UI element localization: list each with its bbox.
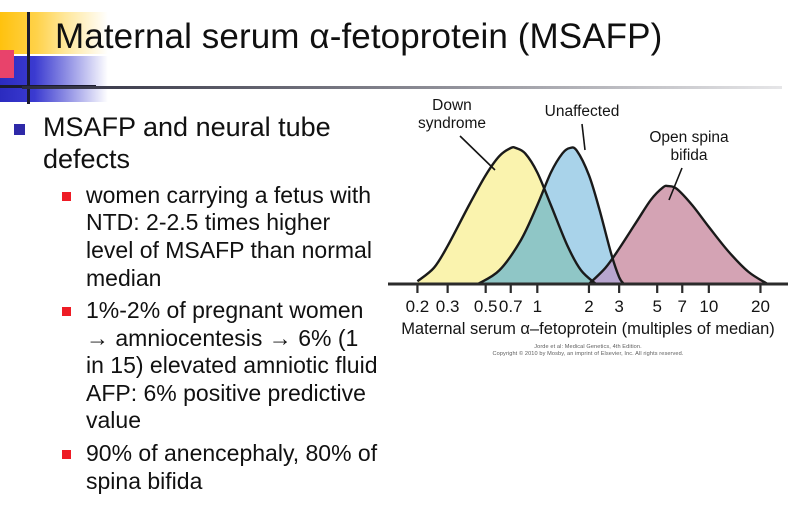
x-tick-label: 2: [584, 297, 593, 316]
curve-outline-down-syndrome: [416, 145, 597, 285]
chart-annotations: Down syndrome Unaffected Open spina bifi…: [418, 97, 729, 201]
annotation-unaffected: Unaffected: [545, 103, 620, 151]
x-tick-label: 10: [699, 297, 718, 316]
x-tick-label: 0.3: [436, 297, 460, 316]
x-tick-label: 5: [652, 297, 661, 316]
bullet-list: MSAFP and neural tube defects women carr…: [14, 112, 382, 500]
x-tick-label: 1: [533, 297, 542, 316]
list-item: women carrying a fetus with NTD: 2-2.5 t…: [62, 182, 382, 292]
annotation-down-syndrome: Down syndrome: [418, 97, 496, 171]
curve-outline-unaffected: [477, 146, 625, 286]
list-item-label: women carrying a fetus with NTD: 2-2.5 t…: [86, 181, 372, 291]
x-tick-label: 7: [678, 297, 687, 316]
curve-outline-open-spina-bifida: [588, 184, 769, 286]
bullet-square-icon: [62, 307, 71, 317]
curve-area-open-spina-bifida: [588, 185, 768, 284]
annotation-label-line2: bifida: [670, 147, 707, 164]
decorative-corner-logo: [0, 12, 112, 104]
chart-curve-fills: [417, 147, 768, 284]
list-item: MSAFP and neural tube defects: [14, 112, 382, 176]
annotation-label-line1: Unaffected: [545, 103, 620, 120]
x-tick-label: 0.5: [474, 297, 498, 316]
x-tick-label: 3: [614, 297, 623, 316]
chart-x-axis: [388, 282, 788, 293]
logo-red-square: [0, 50, 14, 78]
logo-vertical-rule: [27, 12, 30, 104]
chart-credit-line-2: Copyright © 2010 by Mosby, an imprint of…: [492, 351, 684, 357]
logo-yellow-band: [0, 12, 108, 54]
leader-line: [581, 123, 586, 151]
annotation-label-line2: syndrome: [418, 115, 486, 132]
leader-line: [459, 135, 496, 171]
page-title: Maternal serum α-fetoprotein (MSAFP): [55, 17, 663, 56]
bullet-square-icon: [14, 124, 25, 135]
list-item-label: MSAFP and neural tube defects: [43, 112, 331, 174]
list-item-label: 90% of anencephaly, 80% of spina bifida: [86, 440, 378, 494]
chart-curve-outlines: [416, 145, 769, 286]
annotation-open-spina-bifida: Open spina bifida: [649, 129, 729, 201]
leader-line: [668, 167, 683, 201]
annotation-label-line1: Down: [432, 97, 472, 114]
bullet-square-icon: [62, 191, 71, 201]
logo-blue-band: [0, 56, 108, 102]
list-item: 1%-2% of pregnant women → amniocentesis …: [62, 297, 382, 435]
list-item: 90% of anencephaly, 80% of spina bifida: [62, 440, 382, 495]
annotation-label-line1: Open spina: [649, 129, 729, 146]
list-item-label: 1%-2% of pregnant women → amniocentesis …: [86, 297, 378, 434]
chart-x-axis-label: Maternal serum α–fetoprotein (multiples …: [401, 320, 775, 338]
x-tick-label: 20: [751, 297, 770, 316]
x-tick-label: 0.2: [406, 297, 430, 316]
bullet-square-icon: [62, 450, 71, 460]
title-divider: [22, 86, 782, 89]
x-tick-label: 0.7: [499, 297, 523, 316]
chart-credit-line-1: Jorde et al: Medical Genetics, 4th Editi…: [534, 344, 642, 350]
